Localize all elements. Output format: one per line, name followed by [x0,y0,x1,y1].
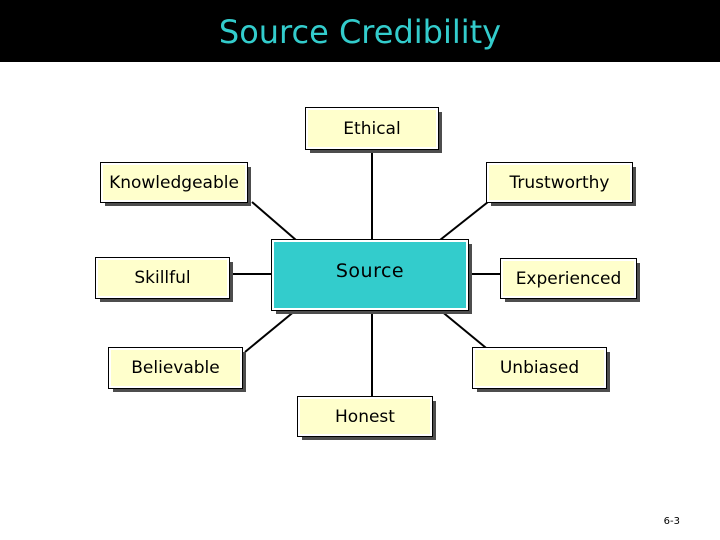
title-bar: Source Credibility [0,0,720,62]
node-honest: Honest [297,396,433,437]
connector-knowledgeable [251,201,297,241]
node-experienced: Experienced [500,258,637,299]
node-source: Source [271,239,469,311]
node-unbiased: Unbiased [472,347,607,389]
node-ethical: Ethical [305,107,439,150]
node-believable: Believable [108,347,243,389]
connector-believable [244,309,297,353]
connector-trustworthy [439,201,489,241]
node-trustworthy: Trustworthy [486,162,633,203]
node-knowledgeable: Knowledgeable [100,162,248,203]
connector-unbiased [439,309,492,353]
slide-title: Source Credibility [218,13,502,51]
node-skillful: Skillful [95,257,230,299]
slide-number: 6-3 [663,516,680,527]
